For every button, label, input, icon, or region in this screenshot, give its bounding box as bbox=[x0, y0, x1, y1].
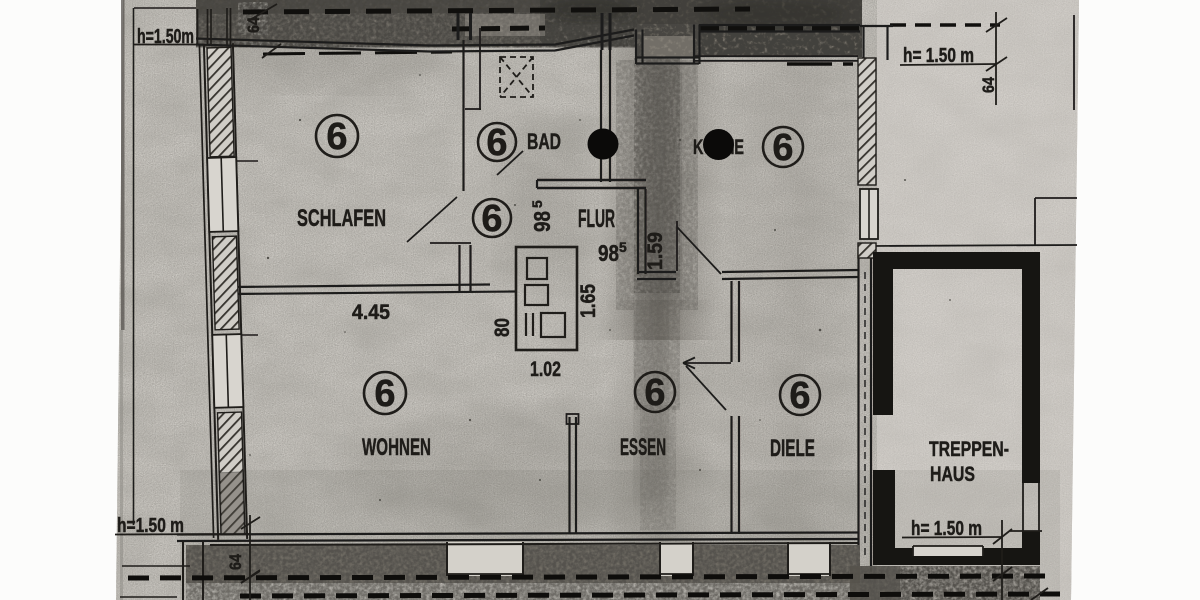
svg-text:6: 6 bbox=[772, 127, 793, 169]
svg-text:6: 6 bbox=[374, 373, 395, 415]
svg-text:WOHNEN: WOHNEN bbox=[362, 434, 431, 461]
svg-text:h=1.50m: h=1.50m bbox=[137, 26, 194, 48]
svg-text:DIELE: DIELE bbox=[770, 435, 815, 462]
svg-text:6: 6 bbox=[326, 116, 347, 158]
svg-text:64: 64 bbox=[244, 17, 263, 33]
svg-text:6: 6 bbox=[789, 375, 810, 417]
svg-text:80: 80 bbox=[491, 318, 514, 337]
svg-text:ESSEN: ESSEN bbox=[620, 434, 666, 461]
svg-text:FLUR: FLUR bbox=[578, 205, 615, 233]
svg-text:1.59: 1.59 bbox=[644, 232, 667, 270]
svg-text:h= 1.50 m: h= 1.50 m bbox=[903, 45, 974, 67]
svg-text:6: 6 bbox=[644, 372, 665, 414]
svg-text:98: 98 bbox=[598, 240, 619, 266]
svg-text:5: 5 bbox=[619, 239, 627, 255]
svg-text:TREPPEN-: TREPPEN- bbox=[929, 438, 1009, 461]
svg-text:HAUS: HAUS bbox=[930, 463, 975, 486]
svg-text:64: 64 bbox=[226, 554, 245, 570]
svg-text:BAD: BAD bbox=[527, 129, 561, 154]
svg-text:6: 6 bbox=[481, 198, 502, 240]
svg-text:6: 6 bbox=[486, 122, 507, 164]
svg-text:5: 5 bbox=[529, 200, 545, 208]
svg-text:64: 64 bbox=[979, 77, 998, 93]
svg-text:SCHLAFEN: SCHLAFEN bbox=[297, 205, 386, 232]
svg-text:98: 98 bbox=[529, 211, 555, 232]
svg-text:4.45: 4.45 bbox=[352, 301, 390, 324]
svg-text:1.02: 1.02 bbox=[530, 358, 561, 381]
svg-text:h= 1.50 m: h= 1.50 m bbox=[911, 518, 982, 540]
svg-text:1.65: 1.65 bbox=[577, 284, 600, 318]
svg-text:h=1.50 m: h=1.50 m bbox=[117, 515, 184, 537]
